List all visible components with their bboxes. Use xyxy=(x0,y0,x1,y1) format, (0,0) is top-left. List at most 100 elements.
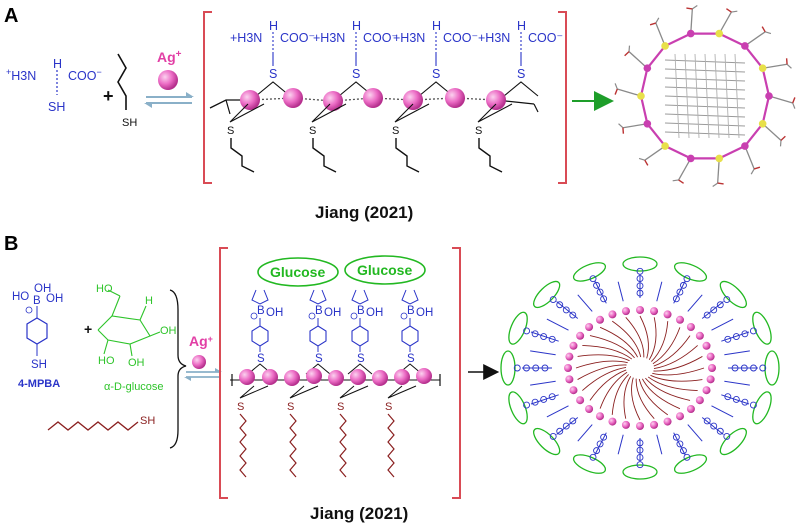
sulfur-atom: S xyxy=(352,67,360,81)
svg-text:COO⁻: COO⁻ xyxy=(528,31,563,45)
svg-text:COO⁻: COO⁻ xyxy=(363,31,398,45)
svg-text:+H3N: +H3N xyxy=(6,67,36,83)
sulfur-atom xyxy=(715,154,724,163)
silver-atom xyxy=(595,315,604,324)
glucose-box xyxy=(719,427,747,456)
mpba-label: 4-MPBA xyxy=(18,378,60,390)
svg-text:H: H xyxy=(517,19,526,33)
silver-atom xyxy=(585,322,594,331)
plus-sign-a: + xyxy=(103,86,114,106)
svg-text:H: H xyxy=(352,19,361,33)
svg-text:OH: OH xyxy=(128,357,145,369)
panel-a-letter: A xyxy=(4,5,18,27)
silver-atom xyxy=(650,420,659,429)
silver-atom xyxy=(741,42,749,50)
sulfur-atom: S xyxy=(337,401,344,413)
svg-text:H: H xyxy=(432,19,441,33)
svg-text:SH: SH xyxy=(122,117,137,129)
silver-atom xyxy=(585,405,594,414)
glucose-box xyxy=(533,280,561,309)
svg-text:H: H xyxy=(269,19,278,33)
silver-atom xyxy=(695,396,704,405)
silver-atom xyxy=(240,90,260,110)
glucose-box xyxy=(719,280,747,309)
svg-text:HO: HO xyxy=(98,355,115,367)
silver-atom xyxy=(686,154,695,163)
silver-atom xyxy=(741,142,749,150)
sulfur-atom: S xyxy=(475,125,482,137)
glucose-label: α-D-glucose xyxy=(104,381,164,393)
svg-text:COO⁻: COO⁻ xyxy=(443,31,478,45)
plus-sign-b: + xyxy=(84,321,92,337)
glucose-box xyxy=(533,427,561,456)
svg-text:+H3N: +H3N xyxy=(313,31,345,45)
silver-atom xyxy=(262,369,278,385)
silver-atom xyxy=(663,417,672,426)
ag-thiolate-backbone-b xyxy=(230,368,441,386)
glucose-box xyxy=(572,454,607,474)
sulfur-atom xyxy=(661,142,669,150)
panel-b-letter: B xyxy=(4,233,18,255)
silver-atom xyxy=(576,396,585,405)
hexanethiol-structure: SH xyxy=(47,415,155,431)
glucose-box xyxy=(257,257,339,287)
silver-ion-a: Ag+ xyxy=(157,49,182,90)
silver-atom xyxy=(350,369,366,385)
sulfur-atom: S xyxy=(392,125,399,137)
brace-b xyxy=(169,289,187,449)
silver-atom xyxy=(676,315,685,324)
sulfur-atom xyxy=(637,92,645,100)
svg-text:H: H xyxy=(145,295,153,307)
silver-atom xyxy=(686,405,695,414)
svg-text:+H3N: +H3N xyxy=(230,31,262,45)
glucose-box xyxy=(572,262,607,282)
glucose-box xyxy=(622,256,658,272)
sulfur-atom: S xyxy=(315,353,323,365)
sulfur-atom: S xyxy=(385,401,392,413)
silver-atom xyxy=(486,90,506,110)
silver-atom xyxy=(328,370,344,386)
svg-text:B: B xyxy=(407,305,415,317)
sulfur-atom: S xyxy=(237,401,244,413)
glucose-box xyxy=(344,255,426,285)
svg-text:OH: OH xyxy=(324,307,341,319)
glucose-box xyxy=(673,454,708,474)
glucose-structure xyxy=(97,289,161,357)
svg-text:HO: HO xyxy=(12,291,29,303)
silver-atom xyxy=(663,310,672,319)
glucose-box xyxy=(764,350,780,386)
glucose-box xyxy=(500,350,516,386)
sulfur-atom: S xyxy=(257,353,265,365)
silver-atom xyxy=(306,368,322,384)
svg-text:HO: HO xyxy=(96,283,113,295)
equilibrium-arrow-a xyxy=(144,92,194,108)
glucose-box xyxy=(622,464,658,480)
svg-text:OH: OH xyxy=(416,307,433,319)
ag-thiolate-backbone-a xyxy=(209,88,539,115)
svg-text:SH: SH xyxy=(48,100,65,114)
silver-atom xyxy=(445,88,465,108)
glucose-box xyxy=(508,311,528,345)
svg-text:OH: OH xyxy=(160,325,177,337)
silver-atom xyxy=(608,310,617,319)
glucose-box xyxy=(508,391,528,425)
silver-atom xyxy=(283,88,303,108)
sulfur-atom: S xyxy=(517,67,525,81)
silver-atom xyxy=(363,88,383,108)
glucose-box xyxy=(752,391,772,425)
silver-atom xyxy=(372,370,388,386)
bracket-a xyxy=(203,11,567,184)
silver-atom xyxy=(686,29,695,38)
svg-text:B: B xyxy=(357,305,365,317)
sulfur-atom: S xyxy=(357,353,365,365)
silver-atom xyxy=(650,307,659,316)
silver-atom xyxy=(239,369,255,385)
bracket-b xyxy=(219,247,461,499)
silver-atom xyxy=(576,331,585,340)
svg-text:OH: OH xyxy=(34,283,51,295)
sulfur-atom: S xyxy=(227,125,234,137)
sulfur-atom: S xyxy=(432,67,440,81)
silver-atom xyxy=(595,412,604,421)
